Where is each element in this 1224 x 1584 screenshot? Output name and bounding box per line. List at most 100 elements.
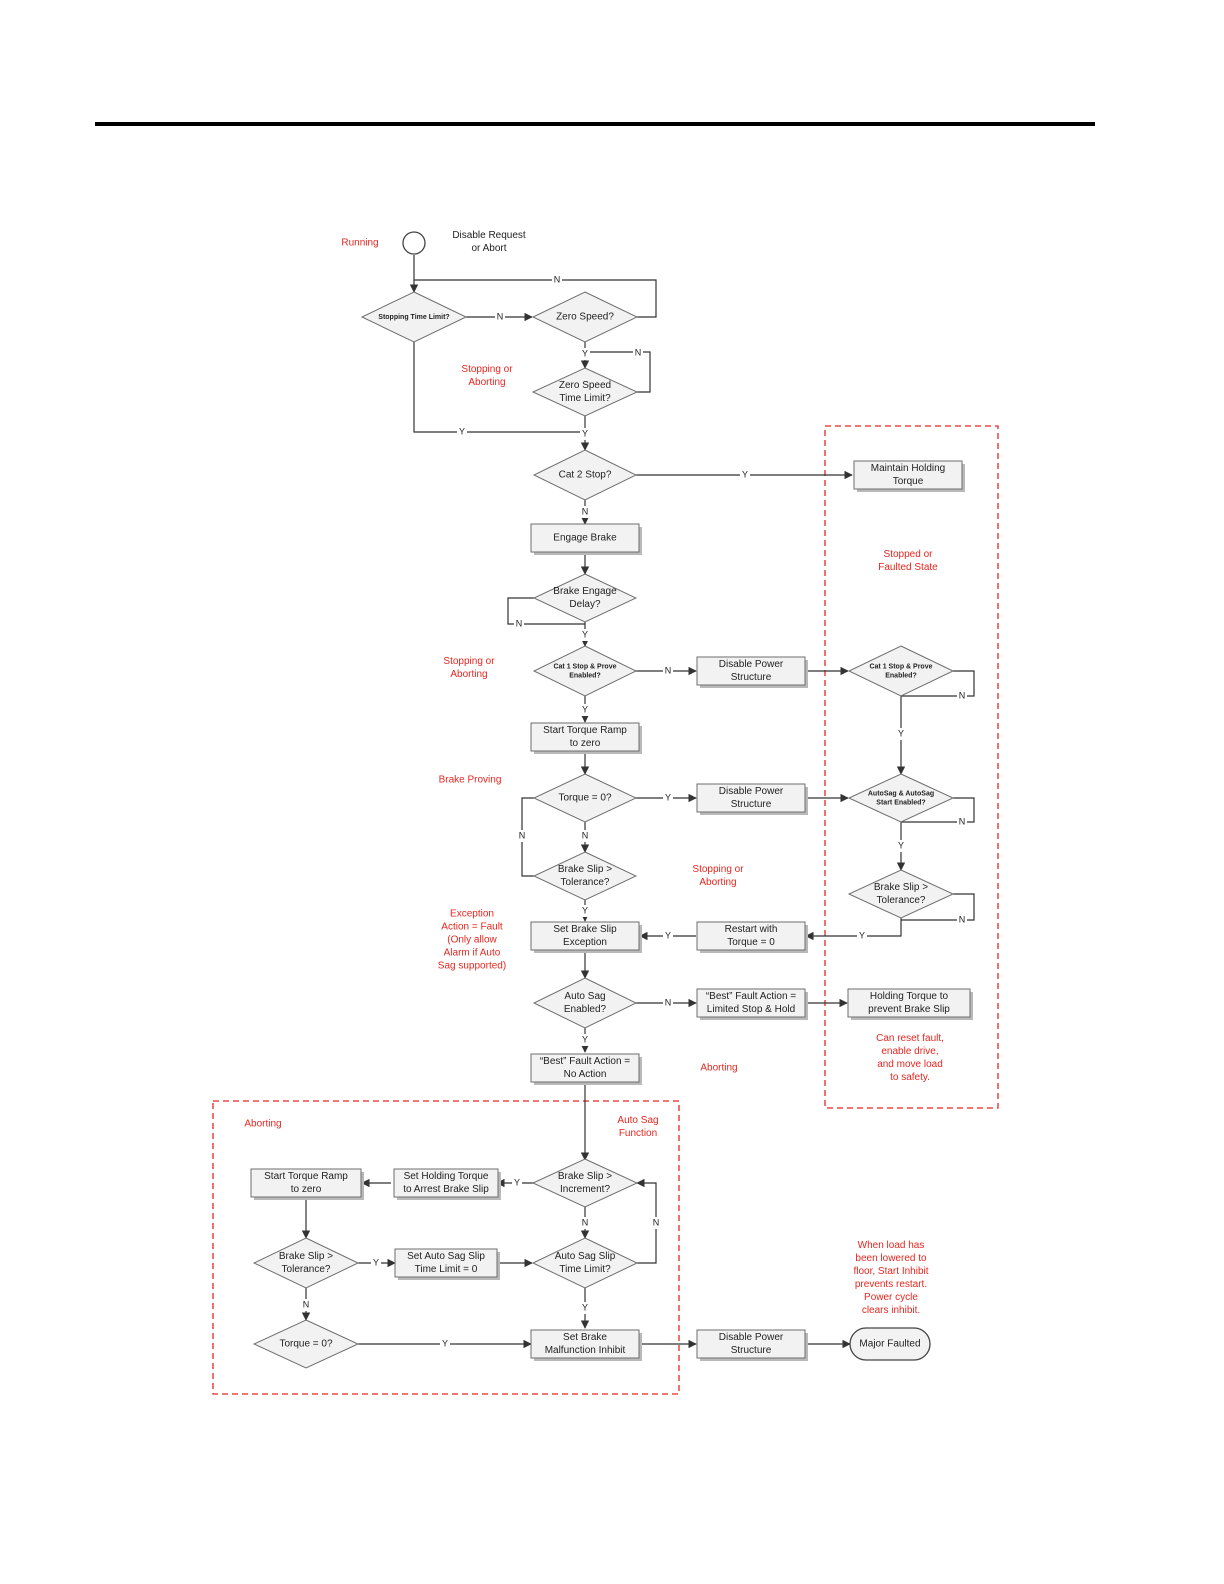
edge-label-bg-17 — [580, 830, 590, 842]
edge-label-yes-21: Y — [859, 930, 865, 940]
best-fault-limited-line-1: Limited Stop & Hold — [707, 1004, 795, 1015]
edge-label-bg-3 — [580, 348, 590, 360]
edge-label-no-10: N — [665, 665, 672, 675]
edge-label-yes-2: Y — [459, 426, 465, 436]
edge-label-bg-12 — [896, 728, 906, 740]
edge-label-yes-19: Y — [582, 905, 588, 915]
edge-label-bg-7 — [580, 506, 590, 518]
edge-label-no-7: N — [582, 506, 589, 516]
stopping-time-limit-line-0: Stopping Time Limit? — [378, 314, 449, 321]
cat1-stop-prove-right-line-0: Cat 1 Stop & Prove — [869, 663, 932, 670]
edge-label-no-8: N — [516, 618, 523, 628]
edge-label-yes-16: Y — [898, 840, 904, 850]
cat1-stop-prove-line-0: Cat 1 Stop & Prove — [553, 663, 616, 670]
brake-slip-tolerance-right-decision — [847, 869, 955, 919]
edge-label-yes-24: Y — [582, 1034, 588, 1044]
start-torque-ramp-sag-line-1: to zero — [291, 1184, 322, 1195]
note-stopping-aborting-1-line-1: Aborting — [468, 377, 505, 388]
note-brake-proving-line-0: Brake Proving — [439, 775, 502, 786]
edge-label-bg-10 — [663, 665, 673, 677]
edge-label-no-20: N — [959, 914, 966, 924]
best-fault-no-action-line-1: No Action — [564, 1069, 607, 1080]
disable-power-3-box — [696, 1329, 806, 1359]
edge-label-yes-9: Y — [582, 629, 588, 639]
best-fault-no-action-line-0: “Best” Fault Action = — [540, 1056, 630, 1067]
note-aborting-2-line-0: Aborting — [244, 1119, 281, 1130]
edge-label-bg-1 — [495, 311, 505, 323]
auto-sag-enabled-decision — [532, 977, 638, 1029]
brake-slip-tolerance-sag-line-0: Brake Slip > — [279, 1251, 333, 1262]
cat2-stop-decision — [532, 449, 638, 501]
note-aborting-1-line-0: Aborting — [700, 1063, 737, 1074]
edge-label-yes-3: Y — [582, 348, 588, 358]
set-brake-slip-exception-box — [530, 921, 640, 951]
brake-engage-delay-decision — [532, 573, 638, 623]
set-brake-slip-exception-line-0: Set Brake Slip — [553, 924, 617, 935]
edge-label-bg-23 — [663, 997, 673, 1009]
edge-label-no-4: N — [635, 347, 642, 357]
edge-label-bg-15 — [957, 816, 967, 828]
stopped-faulted-region — [824, 425, 999, 1109]
edge-label-no-18: N — [519, 830, 526, 840]
zero-speed-time-limit-line-1: Time Limit? — [559, 393, 611, 404]
disable-power-2-line-1: Structure — [731, 799, 772, 810]
disable-power-3-line-0: Disable Power — [719, 1332, 784, 1343]
top-rule — [95, 122, 1095, 126]
edge-label-bg-20 — [957, 914, 967, 926]
edge-label-bg-14 — [663, 792, 673, 804]
note-when-load-line-2: floor, Start Inhibit — [853, 1266, 928, 1277]
edge-label-bg-5 — [580, 428, 590, 440]
note-exception-action-line-3: Alarm if Auto — [444, 948, 501, 959]
edge-label-no-1: N — [497, 311, 504, 321]
brake-slip-increment-line-1: Increment? — [560, 1184, 610, 1195]
engage-brake-box — [530, 523, 640, 553]
brake-engage-delay-line-0: Brake Engage — [553, 586, 617, 597]
maintain-holding-torque-box — [853, 460, 963, 490]
disable-power-2-line-0: Disable Power — [719, 786, 784, 797]
torque-zero-sag-line-0: Torque = 0? — [279, 1339, 333, 1350]
edge-label-yes-13: Y — [582, 704, 588, 714]
brake-slip-tolerance-sag-decision — [252, 1237, 360, 1289]
disable-power-1-line-1: Structure — [731, 672, 772, 683]
disable-power-1-line-0: Disable Power — [719, 659, 784, 670]
edge-label-bg-13 — [580, 704, 590, 716]
autosag-start-decision — [847, 773, 955, 823]
cat1-stop-prove-decision — [532, 645, 638, 697]
note-stopped-faulted-line-1: Faulted State — [878, 562, 938, 573]
edge-label-bg-22 — [663, 930, 673, 942]
edge-label-bg-6 — [740, 469, 750, 481]
edge-label-no-11: N — [959, 690, 966, 700]
edge-label-bg-21 — [857, 930, 867, 942]
set-holding-torque-box — [393, 1168, 499, 1198]
maintain-holding-torque-line-1: Torque — [893, 476, 924, 487]
restart-torque-line-0: Restart with — [725, 924, 778, 935]
brake-slip-tolerance-line-1: Tolerance? — [561, 877, 610, 888]
zero-speed-decision — [531, 291, 639, 343]
brake-slip-increment-decision — [531, 1158, 639, 1208]
note-exception-action-line-4: Sag supported) — [438, 961, 506, 972]
brake-slip-tolerance-right-line-0: Brake Slip > — [874, 882, 928, 893]
note-exception-action-line-0: Exception — [450, 909, 494, 920]
disable-power-2-box — [696, 783, 806, 813]
edge-label-no-26: N — [582, 1217, 589, 1227]
note-when-load-line-3: prevents restart. — [855, 1279, 927, 1290]
brake-slip-tolerance-sag-line-1: Tolerance? — [282, 1264, 331, 1275]
note-stopping-aborting-3-line-1: Aborting — [699, 877, 736, 888]
start-torque-ramp-sag-line-0: Start Torque Ramp — [264, 1171, 348, 1182]
edge-label-no-0: N — [554, 274, 561, 284]
note-when-load-line-5: clears inhibit. — [862, 1305, 920, 1316]
edge-label-bg-16 — [896, 840, 906, 852]
edge-label-bg-8 — [514, 618, 524, 630]
major-faulted-terminal — [849, 1327, 931, 1361]
start-torque-ramp-line-0: Start Torque Ramp — [543, 725, 627, 736]
start-torque-ramp-box — [530, 722, 640, 752]
edge-label-bg-11 — [957, 690, 967, 702]
zero-speed-line-0: Zero Speed? — [556, 312, 614, 323]
note-auto-sag-function-line-0: Auto Sag — [617, 1115, 658, 1126]
cat2-stop-line-0: Cat 2 Stop? — [559, 470, 612, 481]
edge-label-bg-29 — [580, 1302, 590, 1314]
edge-label-no-17: N — [582, 830, 589, 840]
stopping-time-limit-decision — [360, 291, 468, 343]
brake-slip-increment-line-0: Brake Slip > — [558, 1171, 612, 1182]
